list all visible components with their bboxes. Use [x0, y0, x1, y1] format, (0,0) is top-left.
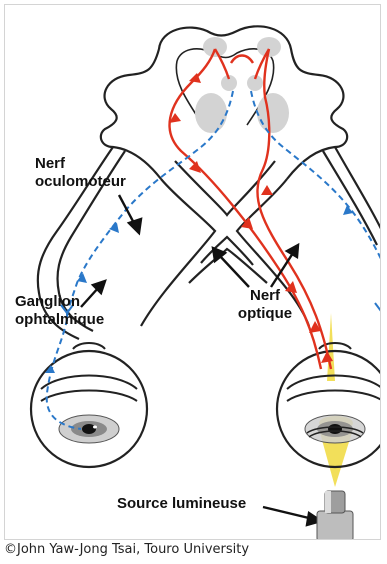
ciliary-ganglion-label: Ganglion ophtalmique — [15, 293, 104, 329]
oculomotor-nerve-label-line1: Nerf — [35, 155, 126, 173]
pupillary-reflex-diagram — [5, 5, 381, 540]
diagram-frame: Nerf oculomoteur Ganglion ophtalmique Ne… — [4, 4, 381, 540]
left-eye — [31, 343, 147, 467]
ciliary-ganglion-label-line2: ophtalmique — [15, 311, 104, 329]
optic-nerve-label-line1: Nerf — [233, 287, 297, 305]
ciliary-ganglion-right — [375, 303, 381, 311]
light-source-label: Source lumineuse — [117, 495, 246, 513]
oculomotor-nerve-label: Nerf oculomoteur — [35, 155, 126, 191]
efferent-arrows — [45, 205, 353, 373]
optic-nerve-label-line2: optique — [233, 305, 297, 323]
image-credit: ©John Yaw-Jong Tsai, Touro University — [4, 542, 249, 557]
ciliary-ganglion-label-line1: Ganglion — [15, 293, 104, 311]
light-source-icon — [317, 491, 353, 540]
optic-nerve-label: Nerf optique — [233, 287, 297, 323]
oculomotor-nerve-label-line2: oculomoteur — [35, 173, 126, 191]
